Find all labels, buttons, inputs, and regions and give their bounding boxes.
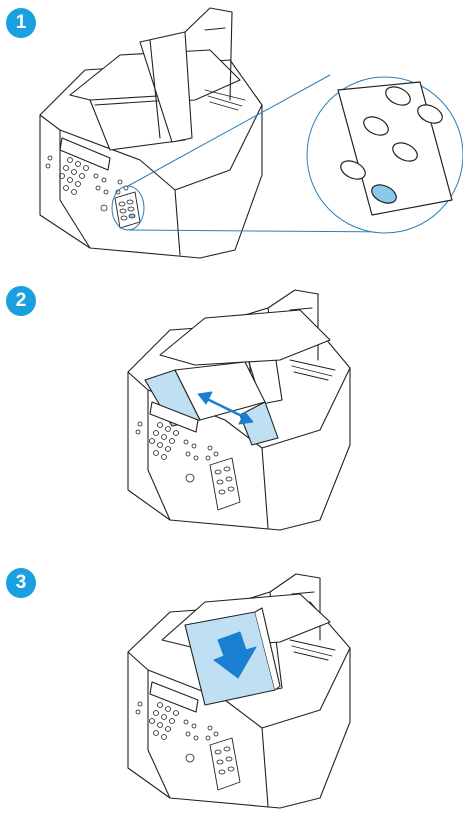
fax-machine-step-2 xyxy=(128,290,350,530)
fax-machine-step-3 xyxy=(128,574,350,808)
fax-machine-step-1 xyxy=(40,8,262,258)
